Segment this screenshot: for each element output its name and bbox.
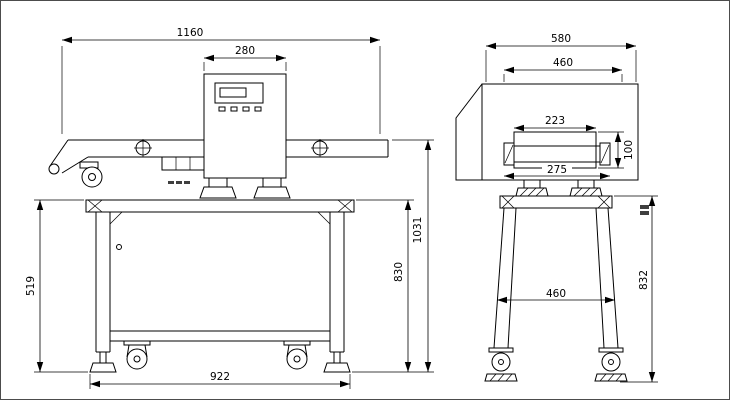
leveling-feet (89, 351, 351, 373)
dim-label-1160: 1160 (177, 27, 204, 39)
head-side-face (455, 83, 483, 181)
dim-stand-width: 460 (497, 288, 615, 304)
dim-label-519: 519 (25, 276, 37, 296)
dim-belt-width: 275 (504, 163, 610, 180)
bottom-shelf (109, 330, 331, 342)
end-view: 223 100 275 (455, 33, 658, 383)
dim-total-height-end: 832 (614, 195, 658, 383)
dim-label-1031: 1031 (412, 217, 424, 244)
dim-overall-width: 580 (485, 33, 637, 82)
casters (123, 340, 311, 370)
nose-roller (48, 163, 60, 175)
dim-label-830: 830 (393, 262, 405, 282)
dim-label-280: 280 (235, 45, 255, 57)
stand-frame (85, 199, 355, 353)
dim-label-922: 922 (210, 371, 230, 383)
dim-belt-height: 830 (356, 199, 414, 372)
dim-aperture-height: 100 (598, 131, 635, 169)
dim-label-100: 100 (623, 140, 635, 160)
gusset-right (317, 211, 331, 225)
casters-end (484, 347, 628, 382)
detector-head (203, 73, 287, 179)
dim-label-832: 832 (638, 270, 650, 290)
gusset-left (109, 211, 123, 225)
display-window (219, 87, 247, 98)
dim-overall-length: 1160 (61, 27, 381, 134)
dim-aperture-width: 223 (514, 115, 596, 132)
detector-feet-end (515, 179, 603, 197)
drive-motor (79, 161, 103, 188)
dim-total-height: 1031 (352, 139, 434, 373)
dim-label-460-top: 460 (553, 57, 573, 69)
detector-feet (199, 177, 291, 199)
belt-position-marks (134, 139, 329, 157)
frame-hole (116, 244, 122, 250)
dim-head-width-end: 460 (503, 57, 623, 82)
belt-frame-bracket (161, 156, 205, 171)
dim-head-width: 280 (203, 45, 287, 71)
dim-base-length: 922 (89, 371, 351, 389)
dim-label-223: 223 (545, 115, 565, 127)
dim-label-460-lower: 460 (546, 288, 566, 300)
illegible-note-marks (168, 181, 190, 184)
belt-end (503, 142, 611, 166)
stand-frame-end (493, 195, 619, 349)
aperture (513, 131, 597, 169)
dim-stand-height: 519 (25, 199, 88, 373)
dim-label-275: 275 (547, 164, 567, 176)
panel-buttons (218, 106, 262, 112)
illegible-note-marks (640, 205, 649, 215)
dim-label-580: 580 (551, 33, 571, 45)
front-view: 1160 280 519 830 1031 (25, 27, 434, 389)
